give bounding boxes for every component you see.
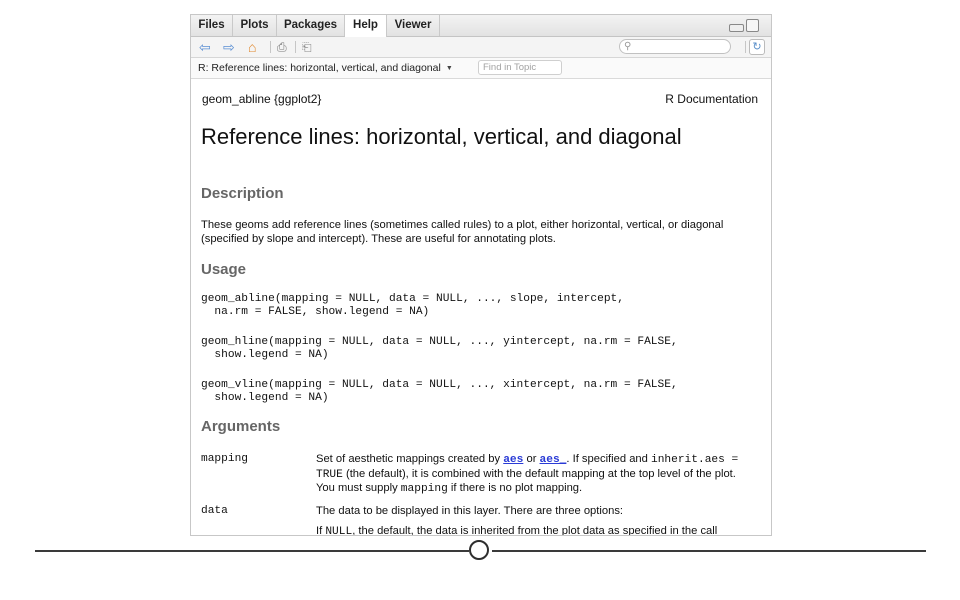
tab-packages[interactable]: Packages: [277, 15, 345, 36]
arg-inline-code: mapping: [400, 483, 448, 495]
pane-tab-strip: Files Plots Packages Help Viewer: [191, 15, 771, 37]
page-title: Reference lines: horizontal, vertical, a…: [201, 124, 682, 149]
arg-inline-code: NULL: [325, 526, 353, 535]
search-icon: ⚲: [624, 41, 632, 52]
arg-inline-code: inherit.aes = TRUE: [316, 454, 739, 481]
tab-help[interactable]: Help: [345, 15, 387, 37]
doc-header: geom_abline {ggplot2} R Documentation: [202, 92, 758, 106]
arg-desc-data: The data to be displayed in this layer. …: [316, 505, 624, 517]
usage-heading: Usage: [201, 261, 247, 278]
scrubber-handle[interactable]: [469, 540, 489, 560]
arguments-heading: Arguments: [201, 418, 281, 435]
scrubber-track-left: [35, 550, 469, 552]
tab-viewer[interactable]: Viewer: [387, 15, 440, 36]
scrubber-track-right: [492, 550, 926, 552]
help-document: geom_abline {ggplot2} R Documentation Re…: [191, 79, 771, 535]
usage-code-abline: geom_abline(mapping = NULL, data = NULL,…: [201, 293, 624, 318]
arg-text: or: [523, 453, 540, 465]
arg-text: If: [316, 525, 326, 535]
doc-package-label: geom_abline {ggplot2}: [202, 92, 322, 106]
arg-text: (the default), it is combined with the d…: [316, 467, 736, 495]
usage-code-vline: geom_vline(mapping = NULL, data = NULL, …: [201, 379, 678, 404]
help-search-input[interactable]: ⚲: [619, 39, 731, 54]
topic-bar: R: Reference lines: horizontal, vertical…: [191, 58, 771, 79]
print-icon[interactable]: ⎙: [277, 40, 287, 54]
tab-plots[interactable]: Plots: [233, 15, 277, 36]
home-icon[interactable]: ⌂: [248, 39, 257, 55]
arg-name-data: data: [201, 505, 228, 517]
refresh-icon[interactable]: ↻: [749, 39, 765, 55]
minimize-pane-icon[interactable]: [729, 24, 744, 32]
chevron-down-icon: ▼: [445, 65, 453, 72]
help-toolbar: ⇦ ⇨ ⌂ ⎙ ⎗ ⚲ ↻: [191, 37, 771, 58]
arg-text: . If specified and: [566, 453, 648, 465]
description-text: These geoms add reference lines (sometim…: [201, 219, 724, 245]
help-pane: Files Plots Packages Help Viewer ⇦ ⇨ ⌂ ⎙…: [190, 14, 772, 536]
arg-desc-mapping: Set of aesthetic mappings created by aes…: [316, 453, 756, 497]
toolbar-separator: [270, 41, 271, 53]
topic-dropdown-label: R: Reference lines: horizontal, vertical…: [198, 62, 441, 74]
arg-name-mapping: mapping: [201, 453, 248, 465]
aes-link[interactable]: aes: [503, 454, 524, 466]
toolbar-separator: [295, 41, 296, 53]
arg-desc-data-option: If NULL, the default, the data is inheri…: [316, 525, 756, 535]
find-in-topic-input[interactable]: Find in Topic: [478, 60, 562, 75]
arg-text: , the default, the data is inherited fro…: [352, 525, 718, 535]
tab-files[interactable]: Files: [191, 15, 233, 36]
forward-arrow-icon[interactable]: ⇨: [223, 39, 235, 55]
back-arrow-icon[interactable]: ⇦: [199, 39, 211, 55]
arg-text: if there is no plot mapping.: [447, 482, 583, 494]
doc-source-label: R Documentation: [665, 92, 758, 106]
maximize-pane-icon[interactable]: [746, 19, 759, 32]
pane-window-controls: [729, 19, 763, 32]
topic-dropdown[interactable]: R: Reference lines: horizontal, vertical…: [198, 61, 453, 76]
usage-code-hline: geom_hline(mapping = NULL, data = NULL, …: [201, 336, 678, 361]
toolbar-separator: [745, 41, 746, 53]
arg-text: Set of aesthetic mappings created by: [316, 453, 504, 465]
export-icon[interactable]: ⎗: [302, 40, 312, 54]
aes-underscore-link[interactable]: aes_: [539, 454, 567, 466]
description-heading: Description: [201, 185, 284, 202]
